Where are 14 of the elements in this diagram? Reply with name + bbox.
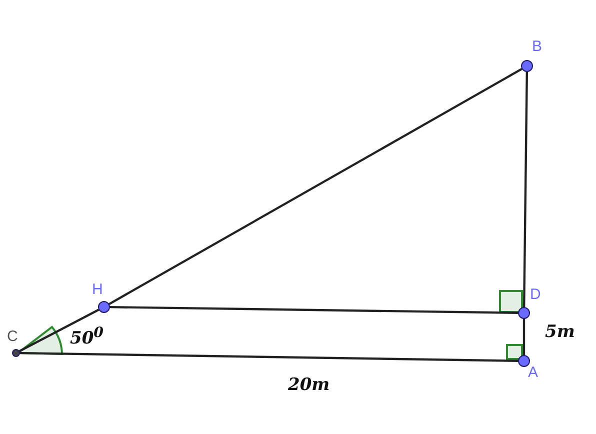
- angle-label: 50$^{0}$: [70, 325, 104, 349]
- point-label: C: [7, 328, 18, 346]
- line-segment: [522, 72, 528, 308]
- point-label: B: [532, 38, 542, 56]
- point-label: H: [92, 281, 103, 299]
- dimension-label: 5m: [545, 322, 575, 342]
- line-segment: [108, 68, 522, 305]
- line-segment: [110, 306, 518, 314]
- line-segment: [19, 308, 100, 352]
- line-segment: [522, 319, 526, 355]
- dimension-label: 20m: [288, 375, 330, 395]
- point-label: D: [530, 286, 541, 304]
- line-segment: [20, 352, 518, 362]
- point-label: A: [528, 364, 538, 382]
